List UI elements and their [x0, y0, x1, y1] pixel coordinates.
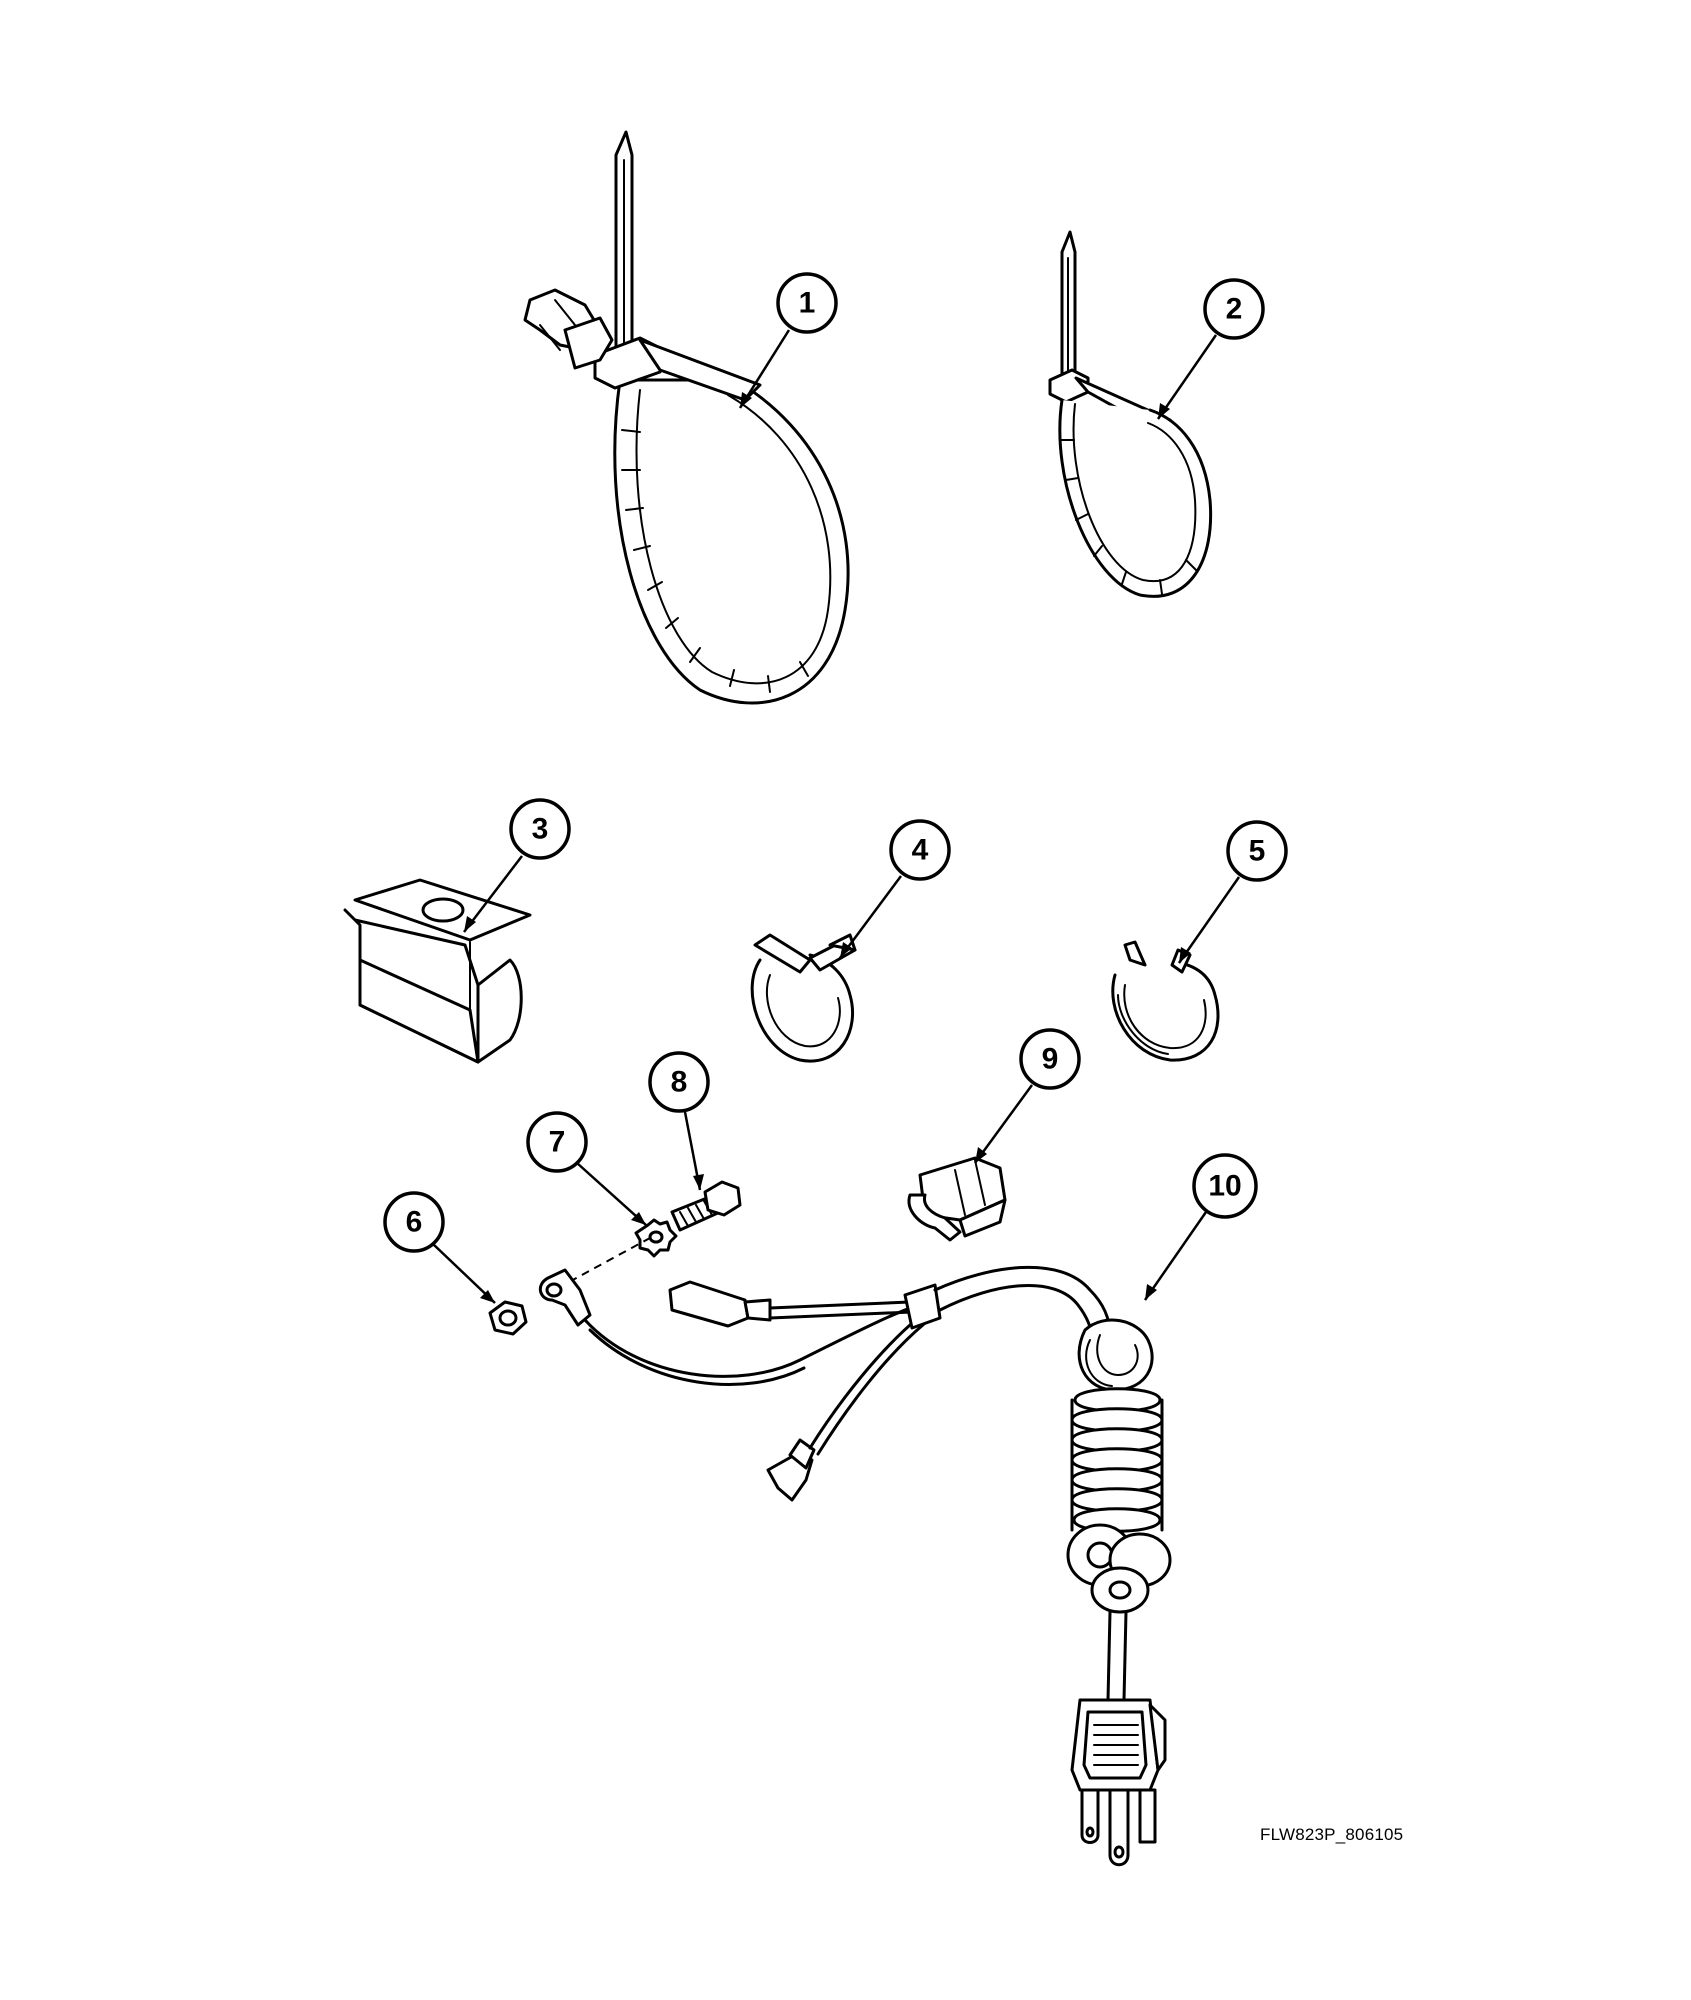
callout-8: 8: [648, 1051, 710, 1191]
nut-icon: [488, 1300, 528, 1336]
callout-10-label: 10: [1208, 1170, 1241, 1203]
spring-clamp-icon: [1111, 940, 1220, 1062]
star-washer-icon: [634, 1218, 678, 1258]
callout-1-label: 1: [799, 287, 816, 320]
callout-9-label: 9: [1042, 1043, 1059, 1076]
callout-6-label: 6: [406, 1206, 423, 1239]
callout-5-label: 5: [1249, 835, 1266, 868]
callout-1: 1: [738, 272, 838, 409]
callout-10: 10: [1143, 1153, 1258, 1301]
callout-4-label: 4: [912, 834, 929, 867]
power-cord-icon: [538, 1265, 1172, 1867]
figure-code: FLW823P_806105: [1260, 1825, 1404, 1844]
callout-7: 7: [526, 1111, 647, 1226]
cable-tie-with-push-mount-icon: [523, 130, 850, 705]
screw-icon: [670, 1180, 742, 1232]
callout-4: 4: [838, 819, 951, 959]
callout-8-label: 8: [671, 1066, 688, 1099]
callout-9: 9: [973, 1028, 1081, 1164]
clip-icon: [343, 878, 532, 1064]
cord-bushing-icon: [907, 1156, 1007, 1242]
callout-6: 6: [383, 1191, 496, 1304]
callout-3-label: 3: [532, 813, 549, 846]
callout-5: 5: [1177, 820, 1288, 964]
hose-clamp-icon: [750, 933, 857, 1063]
callout-2-label: 2: [1226, 293, 1243, 326]
callout-7-label: 7: [549, 1126, 566, 1159]
callout-3: 3: [463, 798, 571, 933]
callout-2: 2: [1156, 278, 1265, 420]
cable-tie-icon: [1048, 230, 1213, 598]
